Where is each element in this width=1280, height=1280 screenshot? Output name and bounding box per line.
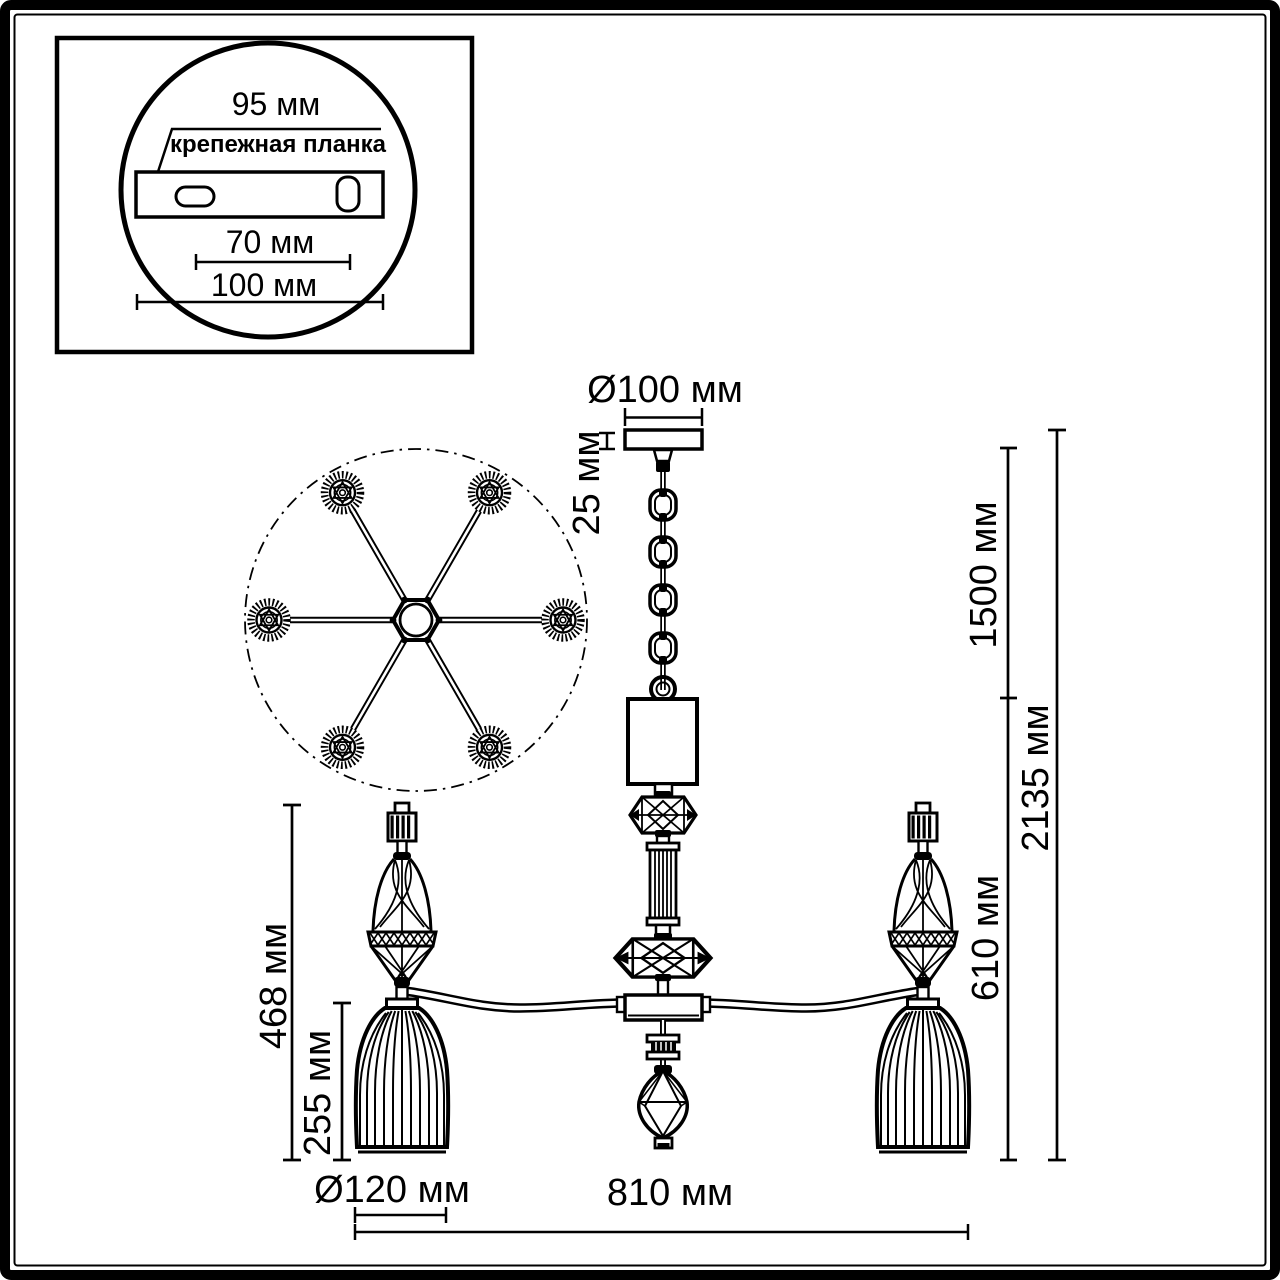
dim-line-70: [194, 254, 352, 270]
center-body-cylinder: [626, 697, 699, 786]
inner-frame-border: [13, 13, 1267, 1267]
dim-shade-diameter-label: Ø120 мм: [314, 1169, 470, 1211]
ceiling-canopy: [623, 428, 704, 451]
inset-span-label: 95 мм: [232, 86, 320, 122]
dim-line-canopy-height: [599, 431, 615, 451]
leader-line: [153, 127, 381, 182]
arms: [400, 986, 926, 1013]
dim-line-canopy-diameter: [623, 408, 704, 426]
inset-length-label: 100 мм: [211, 267, 317, 303]
faceted-bead-lower: [615, 939, 710, 977]
dim-line-fixture-height: [1000, 698, 1017, 1162]
chain-link: [648, 488, 678, 522]
dim-line-shade-diameter: [353, 1207, 448, 1223]
dim-canopy-height-label: 25 мм: [566, 430, 608, 535]
dim-line-fixture-width: [353, 1224, 970, 1240]
vertical-slot: [335, 175, 361, 213]
front-view: [353, 428, 972, 1154]
dim-total-height-label: 2135 мм: [1015, 704, 1057, 851]
dim-canopy-diameter-label: Ø100 мм: [587, 369, 743, 411]
dim-fixture-width-label: 810 мм: [607, 1172, 733, 1214]
dimension-labels: Ø100 мм 25 мм 1500 мм 2135 мм 610 мм 468…: [253, 369, 1057, 1214]
outline-circle: [244, 448, 588, 792]
chain-link: [648, 631, 678, 665]
dim-line-100: [135, 294, 385, 310]
chain-link: [648, 583, 678, 617]
inset-plate-label: крепежная планка: [170, 131, 387, 158]
dim-chain-length-label: 1500 мм: [963, 501, 1005, 648]
dimension-lines: [283, 408, 1066, 1240]
top-view: [244, 448, 588, 792]
inset-holes-label: 70 мм: [226, 224, 314, 260]
dim-fixture-height-label: 610 мм: [965, 875, 1007, 1001]
arm-hub: [615, 993, 712, 1022]
top-view-arms: [290, 509, 542, 731]
small-ribbed-cylinder: [645, 1033, 681, 1061]
faceted-bead-upper: [628, 795, 698, 835]
ribbed-column: [645, 841, 681, 927]
dim-shade-height-label: 255 мм: [297, 1030, 339, 1156]
dim-line-shade-height: [333, 1001, 351, 1162]
crystal-finial: [637, 1068, 689, 1150]
horizontal-slot: [174, 185, 216, 208]
chain-link: [648, 535, 678, 569]
hexagon-joints: [389, 596, 443, 644]
mounting-plate-inset: 95 мм крепежная планка 70 мм 100 мм: [54, 35, 475, 355]
dim-line-lamp-height: [283, 803, 301, 1162]
center-ring: [398, 602, 434, 638]
canopy-connector: [652, 448, 674, 463]
dim-lamp-height-label: 468 мм: [253, 923, 295, 1049]
dim-line-total-height: [1048, 428, 1066, 1162]
